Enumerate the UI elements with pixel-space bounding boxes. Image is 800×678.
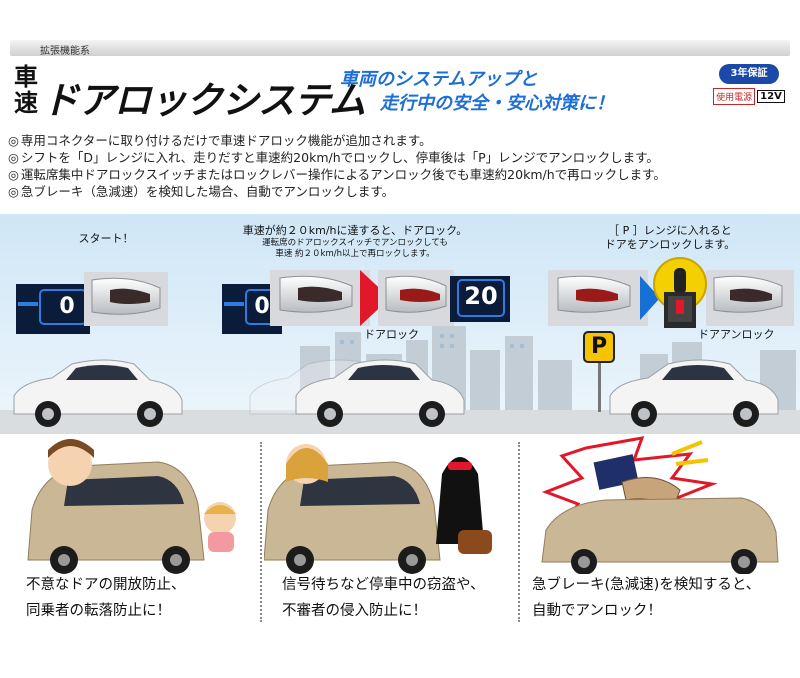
door-handle-1 [84,272,168,326]
use-case-text: 不意なドアの開放防止、 同乗者の転落防止に！ [26,572,186,624]
use-case-line-2: 自動でアンロック！ [532,603,662,619]
start-caption: スタート！ [78,232,134,245]
car-parked [609,359,779,427]
shift-lever-icon [653,257,707,328]
unlock-caption-2: ドアをアンロックします。 [604,238,736,251]
use-case-text: 急ブレーキ(急減速)を検知すると、 自動でアンロック！ [532,572,760,624]
title-stack-char: 車 [14,63,38,91]
use-case-line-2: 同乗者の転落防止に！ [26,603,171,619]
lock-note-1: 運転席のドアロックスイッチでアンロックしても [262,238,448,248]
category-bar: 拡張機能系 [10,40,790,57]
lock-arrow [360,270,390,326]
emergency-brake-illustration [541,436,779,574]
use-case-line-1: 不意なドアの開放防止、 [26,577,186,593]
city-windows [340,334,524,348]
slogan: 車両のシステムアップと 走行中の安全・安心対策に！ [340,68,614,116]
feature-list: 専用コネクターに取り付けるだけで車速ドアロック機能が追加されます。 シフトを「D… [8,132,798,200]
scene-illustration: 0 0 20 P スタート！ 車速が約２０km/hに達すると、ドアロック。 運転… [0,214,800,434]
power-value: 12V [757,90,785,103]
unlock-caption-1: ［ P ］レンジに入れると [608,224,732,237]
child-safety-illustration [27,439,236,574]
feature-item: シフトを「D」レンジに入れ、走りだすと車速約20km/hでロックし、停車後は「P… [8,149,798,166]
lock-caption: 車速が約２０km/hに達すると、ドアロック。 [242,224,468,237]
unlock-arrow [640,276,660,320]
door-handle-3 [378,270,454,326]
theft-prevention-illustration [264,444,492,574]
park-sign [583,331,615,412]
car-moving [295,359,465,427]
use-case-panel: 急ブレーキ(急減速)を検知すると、 自動でアンロック！ [522,434,782,678]
park-sign-letter: P [590,334,608,359]
door-unlock-tag: ドアアンロック [698,328,775,341]
feature-item: 急ブレーキ（急減速）を検知した場合、自動でアンロックします。 [8,183,798,200]
slogan-line-2: 走行中の安全・安心対策に！ [380,93,614,114]
feature-item: 専用コネクターに取り付けるだけで車速ドアロック機能が追加されます。 [8,132,798,149]
use-case-line-2: 不審者の侵入防止に！ [282,603,427,619]
use-case-line-1: 急ブレーキ(急減速)を検知すると、 [532,577,761,593]
use-case-text: 信号待ちなど停車中の窃盗や、 不審者の侵入防止に！ [282,572,485,624]
unlock-caption-block: ［ P ］レンジに入れると ドアをアンロックします。 [580,224,760,252]
title-stack: 車 速 [14,64,40,116]
speed-readout-start: 0 [59,294,75,319]
door-lock-tag: ドアロック [364,328,419,341]
spec-badge: 3年保証 使用電源 12V [710,64,788,108]
door-handle-5 [706,270,794,326]
door-handle-4 [548,270,648,326]
use-case-line-1: 信号待ちなど停車中の窃盗や、 [282,577,485,593]
panel-divider [518,442,520,622]
scene-graphic [0,214,800,434]
title-main: ドアロックシステム [42,79,366,122]
use-case-panels: 不意なドアの開放防止、 同乗者の転落防止に！ 信号待ちなど停車中の窃盗や、 不審… [0,434,800,678]
lock-note-2: 車速 約２０km/h以上で再ロックします。 [275,249,435,259]
warranty-badge: 3年保証 [719,64,779,84]
power-label: 使用電源 [713,88,756,105]
title-stack-char: 速 [14,89,38,117]
speed-readout-lock: 20 [464,282,498,310]
power-spec: 使用電源 12V [710,88,788,105]
use-case-panel: 信号待ちなど停車中の窃盗や、 不審者の侵入防止に！ [264,434,524,678]
use-case-panel: 不意なドアの開放防止、 同乗者の転落防止に！ [8,434,268,678]
product-title: 車 速 ドアロックシステム [14,64,366,122]
feature-item: 運転席集中ドアロックスイッチまたはロックレバー操作によるアンロック後でも車速約2… [8,166,798,183]
lock-caption-block: 車速が約２０km/hに達すると、ドアロック。 運転席のドアロックスイッチでアンロ… [210,224,500,260]
speedometer-start [16,284,90,334]
category-label: 拡張機能系 [40,46,90,57]
slogan-line-1: 車両のシステムアップと [340,69,538,90]
speed-readout-mid: 0 [254,294,270,319]
car-start [13,359,183,427]
speedometer-lock [450,276,510,322]
panel-divider [260,442,262,622]
door-handle-2 [270,270,370,326]
